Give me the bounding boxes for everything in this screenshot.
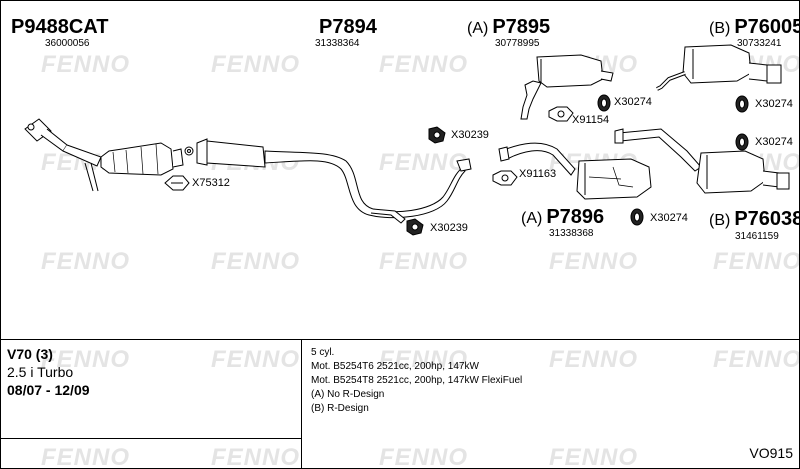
fitting-x30239-upper-icon: [428, 126, 446, 144]
panel-divider: [301, 340, 302, 468]
note-line: Mot. B5254T8 2521cc, 200hp, 147kW FlexiF…: [311, 375, 523, 386]
watermark: FENNO: [379, 51, 468, 78]
fitting-x30239-lower-icon: [406, 218, 424, 236]
vehicle-model: V70 (3): [7, 346, 53, 362]
oem-number: 31338364: [315, 38, 360, 49]
watermark: FENNO: [41, 444, 130, 469]
part-number-p7895: (A)P7895: [467, 17, 550, 39]
watermark: FENNO: [211, 346, 300, 373]
note-line: (B) R-Design: [311, 403, 369, 414]
watermark: FENNO: [41, 248, 130, 275]
middle-pipe-drawing: [196, 138, 472, 224]
exhaust-drawing: [24, 44, 790, 236]
watermark: FENNO: [211, 248, 300, 275]
part-variant: (B): [709, 212, 731, 229]
part-variant: (B): [709, 20, 731, 37]
part-number: P76038: [734, 208, 800, 230]
part-number-p9488cat: P9488CAT: [7, 17, 108, 39]
watermark: FENNO: [41, 51, 130, 78]
part-number: P9488CAT: [11, 16, 109, 38]
part-number-p7896: (A)P7896: [521, 207, 604, 229]
fitting-label: X30274: [755, 136, 793, 148]
exhaust-diagram: P9488CAT 36000056 P7894 31338364 (A)P789…: [1, 1, 799, 339]
fitting-label: X30274: [650, 212, 688, 224]
watermark: FENNO: [41, 346, 130, 373]
oem-number: 31338368: [549, 228, 594, 239]
panel-hline: [1, 438, 301, 439]
fitting-label: X91163: [519, 168, 557, 180]
fitting-label: X30274: [755, 98, 793, 110]
rear-muffler-a-lower-drawing: [498, 142, 652, 200]
watermark: FENNO: [211, 444, 300, 469]
watermark: FENNO: [379, 149, 468, 176]
vehicle-engine: 2.5 i Turbo: [7, 364, 74, 380]
fitting-label: X30274: [614, 96, 652, 108]
fitting-label: X75312: [192, 177, 230, 189]
fitting-x30274-a-lower-icon: [630, 208, 644, 226]
fitting-x91154-icon: [548, 106, 574, 122]
rear-muffler-b-lower-drawing: [614, 128, 790, 194]
part-number-p76038: (B)P76038: [709, 208, 800, 231]
fitting-x30274-b-upper-icon: [735, 95, 749, 113]
watermark: FENNO: [713, 346, 800, 373]
watermark: FENNO: [549, 444, 638, 469]
watermark: FENNO: [379, 346, 468, 373]
oem-number: 30733241: [737, 38, 782, 49]
note-line: 5 cyl.: [311, 347, 335, 358]
fitting-label: X91154: [572, 114, 610, 126]
watermark: FENNO: [549, 248, 638, 275]
note-line: Mot. B5254T6 2521cc, 200hp, 147kW: [311, 361, 479, 372]
fitting-x30274-b-middle-icon: [735, 133, 749, 151]
part-number-p76005: (B)P76005: [709, 16, 800, 39]
oem-number: 31461159: [735, 231, 779, 242]
catalytic-converter-drawing: [24, 118, 194, 192]
part-number: P7895: [492, 16, 551, 38]
watermark: FENNO: [549, 346, 638, 373]
part-number: P7896: [546, 206, 605, 228]
note-line: (A) No R-Design: [311, 389, 385, 400]
fitting-label: X30239: [451, 129, 489, 141]
part-variant: (A): [521, 210, 543, 227]
diagram-code: VO915: [749, 445, 793, 461]
info-panel: V70 (3) 2.5 i Turbo 08/07 - 12/09 5 cyl.…: [1, 339, 799, 468]
part-number: P7894: [319, 16, 377, 38]
part-number: P76005: [734, 16, 800, 38]
rear-muffler-b-upper-drawing: [656, 44, 782, 91]
fitting-label: X30239: [430, 222, 468, 234]
part-number-p7894: P7894: [315, 17, 377, 39]
oem-number: 30778995: [495, 38, 540, 49]
fitting-x91163-icon: [492, 170, 518, 186]
watermark: FENNO: [211, 51, 300, 78]
vehicle-years: 08/07 - 12/09: [7, 382, 90, 398]
oem-number: 36000056: [45, 38, 90, 49]
rear-muffler-a-upper-drawing: [520, 54, 614, 120]
watermark: FENNO: [379, 248, 468, 275]
watermark: FENNO: [379, 444, 468, 469]
fitting-x30274-a-upper-icon: [597, 94, 611, 112]
fitting-x75312-icon: [164, 175, 190, 191]
part-variant: (A): [467, 20, 489, 37]
watermark: FENNO: [713, 248, 800, 275]
